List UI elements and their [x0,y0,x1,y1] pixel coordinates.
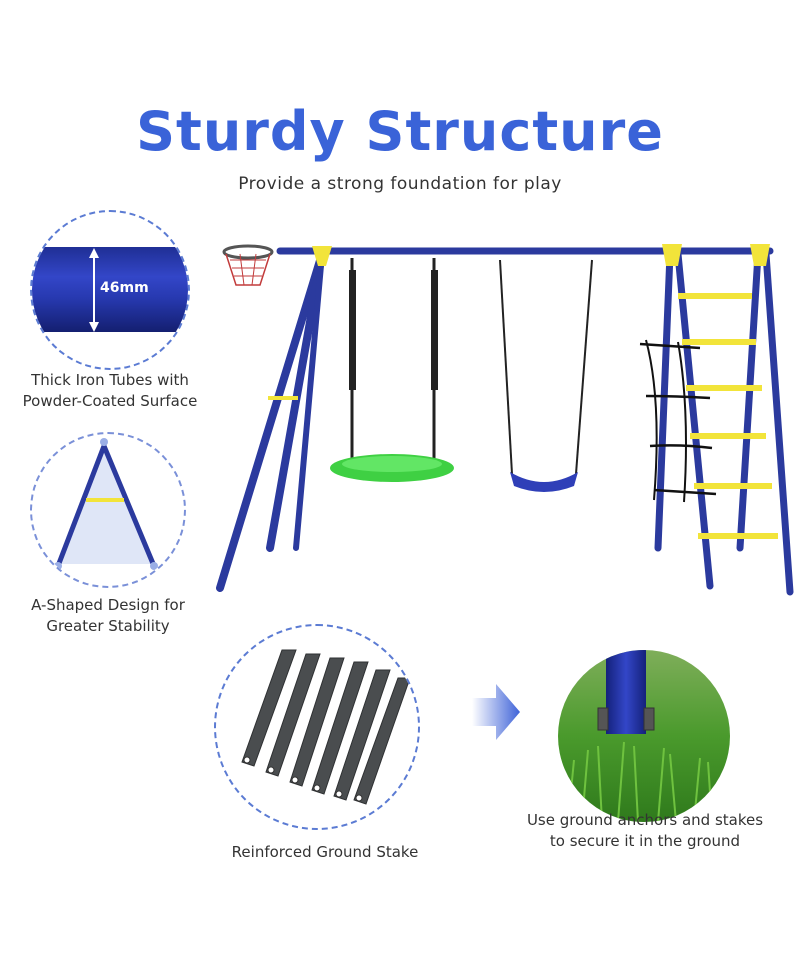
page-title: Sturdy Structure [136,100,664,163]
anchor-caption-line2: to secure it in the ground [549,832,741,850]
tube-caption-line2: Powder-Coated Surface [22,392,198,410]
tube-caption: Thick Iron Tubes with Powder-Coated Surf… [0,370,220,412]
stake-caption: Reinforced Ground Stake [231,843,419,861]
a-frame-caption: A-Shaped Design for Greater Stability [0,595,216,637]
ground-stake-circle [214,624,420,830]
tube-caption-line1: Thick Iron Tubes with [31,371,189,389]
tube-diameter-label: 46mm [100,280,149,296]
anchor-caption: Use ground anchors and stakes to secure … [500,810,790,852]
page-subtitle: Provide a strong foundation for play [238,174,562,194]
a-frame-caption-line1: A-Shaped Design for [31,596,185,614]
ground-stakes-illustration [241,649,411,805]
tube-illustration [32,247,188,332]
a-frame-detail-circle [30,432,186,588]
ground-anchor-photo [558,650,730,822]
arrow-right-icon [472,684,520,740]
tube-detail-circle: 46mm [30,210,190,370]
ground-anchor-circle [558,650,730,822]
a-frame-illustration [54,438,158,570]
anchor-caption-line1: Use ground anchors and stakes [526,811,764,829]
basketball-hoop [222,244,274,260]
swing-set-illustration [216,244,794,596]
a-frame-caption-line2: Greater Stability [46,617,170,635]
belt-swing-seat [510,472,578,492]
